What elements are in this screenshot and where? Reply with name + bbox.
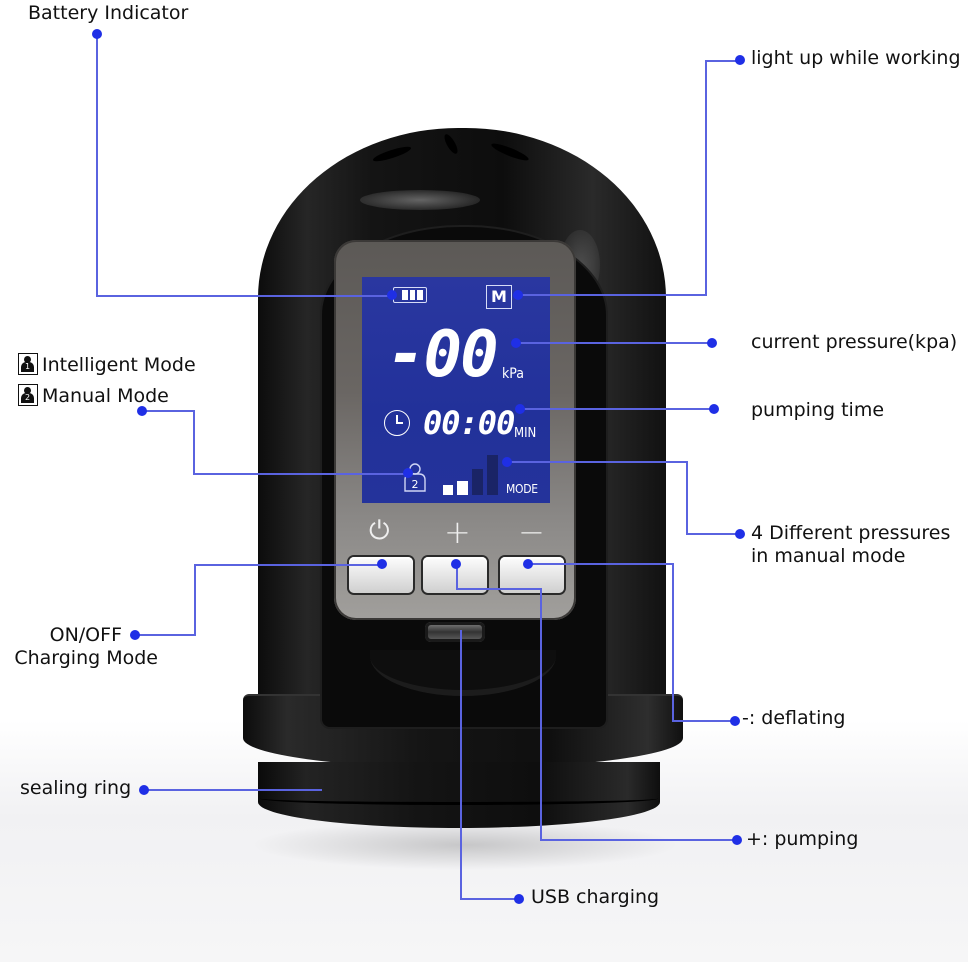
callout-line [460,898,520,900]
callout-line [96,33,98,296]
pressure-level-3 [472,469,483,495]
label-intelligent-mode: Intelligent Mode [18,353,196,377]
callout-dot [92,29,102,39]
time-unit: MIN [514,426,537,441]
pressure-unit: kPa [502,366,524,382]
callout-dot [730,716,740,726]
callout-dot [735,55,745,65]
pressure-level-bars [443,455,501,495]
label-light-up-while-working: light up while working [751,47,961,69]
label-on-off: ON/OFF Charging Mode [8,624,158,670]
time-readout: 00:00 [423,404,515,442]
callout-line [194,564,196,636]
callout-dot [513,290,523,300]
callout-line [516,342,712,344]
label-battery-indicator: Battery Indicator [28,2,189,24]
callout-dot [130,630,140,640]
pressure-level-4 [487,455,498,495]
intelligent-mode-text: Intelligent Mode [42,354,196,376]
usb-port[interactable] [425,622,485,642]
pressure-level-1 [443,485,453,495]
callout-dot [403,468,413,478]
mode-indicator: M [486,285,512,309]
label-pumping: +: pumping [746,828,859,850]
callout-line [520,408,714,410]
callout-dot [502,457,512,467]
callout-dot [523,559,533,569]
clock-icon [384,410,410,436]
mode-label: MODE [506,482,538,496]
callout-line [193,473,409,475]
callout-line [672,720,734,722]
callout-line [705,60,707,296]
intelligent-mode-icon [18,353,38,375]
minus-icon: − [518,513,545,551]
callout-line [705,60,739,62]
callout-dot [139,785,149,795]
callout-dot [511,338,521,348]
on-off-line1: ON/OFF [49,624,122,646]
lcd-screen [362,277,550,503]
callout-line [460,630,462,899]
label-deflating: -: deflating [742,707,846,729]
svg-text:2: 2 [412,478,419,491]
callout-dot [732,835,742,845]
battery-bar [409,290,416,300]
four-pressures-line2: in manual mode [751,545,906,567]
callout-line [96,295,392,297]
callout-dot [709,404,719,414]
manual-mode-text: Manual Mode [42,385,169,407]
callout-dot [515,404,525,414]
callout-line [193,410,195,474]
callout-dot [387,290,397,300]
callout-line [540,839,736,841]
callout-line [142,410,194,412]
callout-line [686,461,688,534]
callout-line [456,564,458,589]
manual-mode-icon [18,384,38,406]
callout-line [507,461,687,463]
callout-dot [514,894,524,904]
power-icon: ⏻ [369,516,390,546]
callout-dot [137,406,147,416]
callout-dot [377,559,387,569]
callout-dot [707,338,717,348]
plus-icon: + [444,513,471,551]
on-off-line2: Charging Mode [14,647,158,669]
callout-line [540,588,542,841]
callout-line [135,634,195,636]
device-shadow [250,820,680,870]
battery-bar [417,290,424,300]
label-manual-mode: Manual Mode [18,384,169,408]
callout-line [456,588,542,590]
callout-dot [451,559,461,569]
label-pumping-time: pumping time [751,399,885,421]
battery-bar [402,290,408,300]
four-pressures-line1: 4 Different pressures [751,522,951,544]
battery-icon [389,287,427,303]
sealing-ring [260,792,658,805]
pressure-level-2 [457,481,468,495]
callout-line [672,563,674,721]
label-sealing-ring: sealing ring [20,777,132,799]
callout-line [528,563,674,565]
label-current-pressure: current pressure(kpa) [751,331,958,353]
label-four-pressures: 4 Different pressures in manual mode [751,522,950,568]
callout-line [686,533,740,535]
callout-dot [735,529,745,539]
dome-highlight [360,190,480,210]
label-usb-charging: USB charging [531,886,660,908]
callout-line [144,789,322,791]
pressure-readout: -00 [387,318,499,392]
callout-line [194,564,382,566]
callout-line [518,294,707,296]
